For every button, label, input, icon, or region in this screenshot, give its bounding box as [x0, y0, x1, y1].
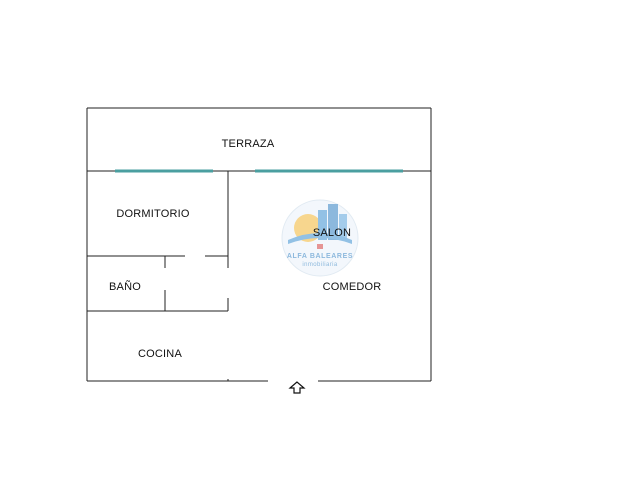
walls	[86, 107, 432, 382]
watermark-house-icon	[317, 244, 323, 249]
room-label-bano: BAÑO	[109, 280, 141, 293]
room-label-dormitorio: DORMITORIO	[116, 208, 190, 220]
watermark-brand: ALFA BALEARES	[287, 253, 353, 260]
room-label-comedor: COMEDOR	[323, 281, 382, 293]
watermark-building-icon	[328, 204, 338, 240]
watermark-building-icon	[339, 214, 347, 240]
watermark-subtitle: inmobiliaria	[302, 262, 337, 268]
room-label-cocina: COCINA	[138, 348, 182, 360]
watermark-wave-icon	[288, 233, 352, 244]
watermark-building-icon	[318, 210, 327, 240]
room-label-terraza: TERRAZA	[222, 138, 275, 150]
room-label-salon: SALON	[313, 227, 351, 239]
watermark-logo: ALFA BALEARES inmobiliaria	[281, 199, 359, 277]
up-arrow-outline-icon	[288, 381, 306, 394]
